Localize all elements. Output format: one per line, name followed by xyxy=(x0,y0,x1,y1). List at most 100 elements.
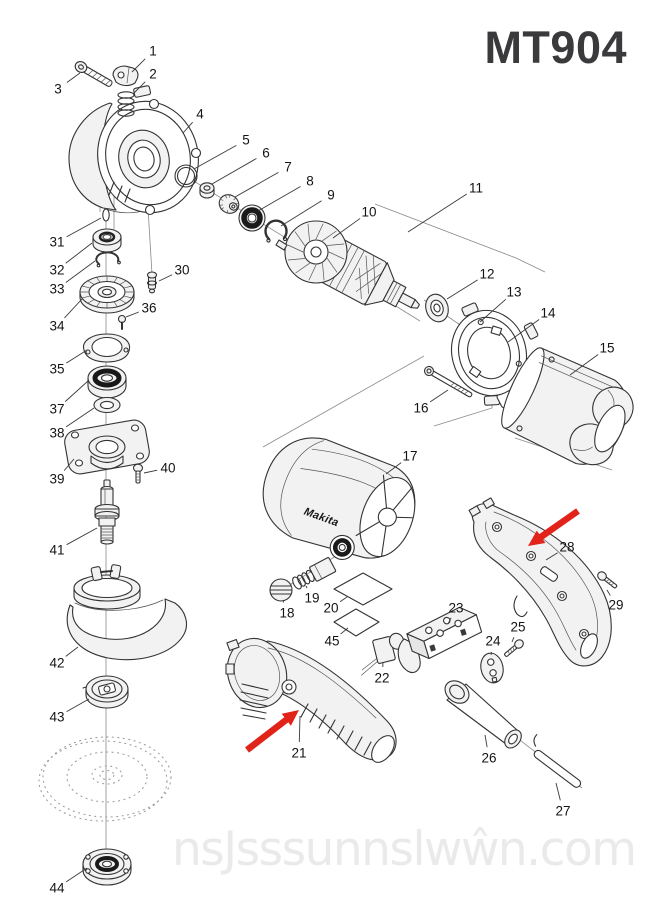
part-label-44: 44 xyxy=(49,881,65,896)
part-3-screw xyxy=(74,61,113,87)
part-label-26: 26 xyxy=(481,751,496,766)
part-9-circlip xyxy=(264,219,288,243)
part-label-27: 27 xyxy=(555,804,570,819)
part-label-11: 11 xyxy=(469,181,483,196)
leader-line-3 xyxy=(66,72,81,83)
leader-line-1 xyxy=(131,58,146,73)
part-12-fan-washer xyxy=(425,293,449,323)
leader-line-26 xyxy=(484,734,488,748)
part-39-bearing-box xyxy=(64,419,150,475)
part-label-34: 34 xyxy=(49,319,65,334)
part-label-16: 16 xyxy=(413,401,428,416)
part-label-40: 40 xyxy=(160,461,175,476)
part-label-18: 18 xyxy=(279,606,294,621)
leader-line-21 xyxy=(298,715,301,743)
part-label-15: 15 xyxy=(599,341,614,356)
part-1-shaft-lock-button xyxy=(112,65,139,87)
red-arrow-head-1 xyxy=(281,710,299,726)
part-26-cord-guard xyxy=(444,680,522,749)
part-41-spindle xyxy=(94,479,120,545)
leader-line-44 xyxy=(65,867,88,883)
part-label-28: 28 xyxy=(559,540,574,555)
part-label-20: 20 xyxy=(323,601,338,616)
part-label-23: 23 xyxy=(448,601,463,616)
leader-line-30 xyxy=(158,274,173,282)
part-label-38: 38 xyxy=(49,426,64,441)
part-label-42: 42 xyxy=(49,656,64,671)
leader-line-16 xyxy=(429,389,449,403)
leader-line-12 xyxy=(446,279,478,300)
part-42-wheel-guard xyxy=(66,564,187,661)
leader-line-31 xyxy=(66,217,102,238)
leader-line-18 xyxy=(282,599,285,603)
red-arrow-shaft-1 xyxy=(245,715,291,753)
part-label-14: 14 xyxy=(540,306,556,321)
part-label-22: 22 xyxy=(374,671,389,686)
leader-line-20 xyxy=(339,596,348,603)
part-43-inner-flange xyxy=(82,675,129,709)
part-label-12: 12 xyxy=(479,267,494,282)
leader-line-40 xyxy=(143,469,158,474)
part-label-1: 1 xyxy=(149,44,157,59)
leader-line-33 xyxy=(65,260,96,283)
part-2-spring xyxy=(117,91,135,117)
leader-line-15 xyxy=(569,354,599,376)
leader-line-19 xyxy=(305,585,308,589)
part-44-lock-nut xyxy=(82,848,132,886)
leader-line-36 xyxy=(125,311,139,318)
leader-line-41 xyxy=(66,527,98,546)
part-label-6: 6 xyxy=(262,146,270,161)
part-30-pin xyxy=(146,271,158,294)
part-19-carbon-brush xyxy=(292,557,337,590)
part-label-39: 39 xyxy=(49,472,64,487)
leader-line-11 xyxy=(407,193,468,233)
leader-line-23 xyxy=(447,617,452,625)
part-label-25: 25 xyxy=(510,620,525,635)
leader-line-29 xyxy=(606,589,611,596)
part-45-insulation-sheet xyxy=(333,608,380,637)
red-arrow-shaft-2 xyxy=(536,508,580,542)
part-label-2: 2 xyxy=(149,67,157,82)
part-label-36: 36 xyxy=(141,301,156,316)
leader-line-6 xyxy=(211,158,257,185)
part-7-pinion-gear xyxy=(218,193,240,214)
part-label-41: 41 xyxy=(49,543,64,558)
part-label-32: 32 xyxy=(49,263,64,278)
part-label-17: 17 xyxy=(402,449,417,464)
leader-line-10 xyxy=(332,218,361,239)
part-6-nut xyxy=(199,182,215,199)
part-31-pin xyxy=(102,208,110,222)
leader-line-35 xyxy=(66,349,88,364)
part-label-24: 24 xyxy=(485,634,501,649)
part-label-7: 7 xyxy=(284,160,292,175)
leader-line-13 xyxy=(479,298,507,323)
part-label-29: 29 xyxy=(608,598,623,613)
part-label-21: 21 xyxy=(291,746,306,761)
part-29-screw xyxy=(597,571,618,589)
page-title: MT904 xyxy=(484,22,627,73)
leader-line-17 xyxy=(385,462,402,475)
leader-line-43 xyxy=(66,698,90,712)
leader-line-28 xyxy=(545,552,558,561)
leader-line-14 xyxy=(507,319,540,343)
red-callout-arrows xyxy=(245,508,580,753)
leader-line-34 xyxy=(64,298,83,319)
part-20-insulation-sheet xyxy=(333,572,393,606)
part-24-cord-clamp xyxy=(480,652,504,684)
part-5-o-ring xyxy=(174,164,198,188)
leader-line-2 xyxy=(132,81,146,95)
part-label-13: 13 xyxy=(506,285,521,300)
watermark: nsJsssunnslwŵn.com xyxy=(172,822,637,877)
part-labels: 1234567891011121314151617181920452122232… xyxy=(49,44,623,896)
part-label-43: 43 xyxy=(49,710,64,725)
part-label-9: 9 xyxy=(327,188,335,203)
leader-line-39 xyxy=(63,458,75,471)
part-32-bearing xyxy=(92,228,122,253)
part-label-10: 10 xyxy=(361,205,376,220)
part-label-5: 5 xyxy=(242,133,250,148)
part-8-ball-bearing xyxy=(238,204,266,232)
part-16-screw-long xyxy=(423,365,473,398)
part-label-33: 33 xyxy=(49,282,64,297)
part-label-19: 19 xyxy=(304,591,319,606)
part-label-30: 30 xyxy=(174,263,189,278)
